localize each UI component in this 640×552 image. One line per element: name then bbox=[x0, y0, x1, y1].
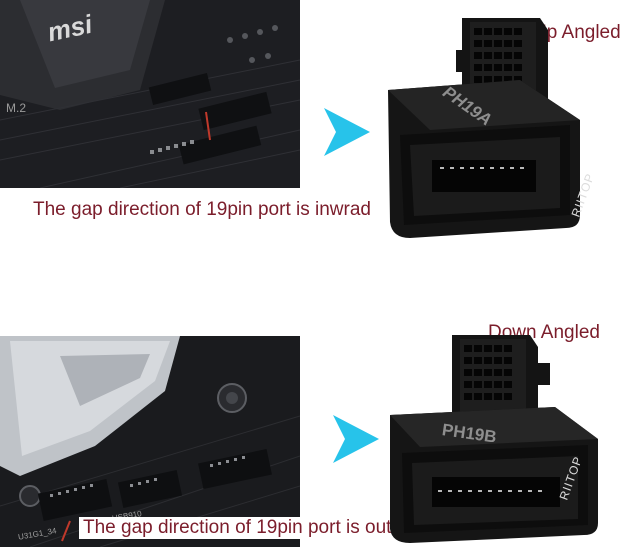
up-angled-adapter: PH19A bbox=[370, 10, 610, 245]
gap-direction-caption: The gap direction of 19pin port is inwra… bbox=[33, 199, 371, 220]
gap-direction-caption: The gap direction of 19pin port is outwr… bbox=[79, 517, 437, 539]
up-angled-panel: msi M.2 The gap direction of 19pin port … bbox=[0, 0, 640, 273]
motherboard-illustration: msi M.2 bbox=[0, 0, 300, 188]
down-angled-panel: U31G1_34 USB910 The gap direction of 19p… bbox=[0, 273, 640, 547]
motherboard-photo-msi: msi M.2 bbox=[0, 0, 300, 188]
board-marking-text: M.2 bbox=[6, 101, 26, 115]
down-angled-adapter: PH19B bbox=[380, 333, 620, 552]
angle-label: Up Angled bbox=[533, 22, 621, 43]
motherboard-photo-asus: U31G1_34 USB910 bbox=[0, 336, 300, 547]
motherboard-illustration: U31G1_34 USB910 bbox=[0, 336, 300, 547]
arrow-right-icon bbox=[324, 108, 370, 161]
arrow-right-icon bbox=[333, 415, 379, 468]
